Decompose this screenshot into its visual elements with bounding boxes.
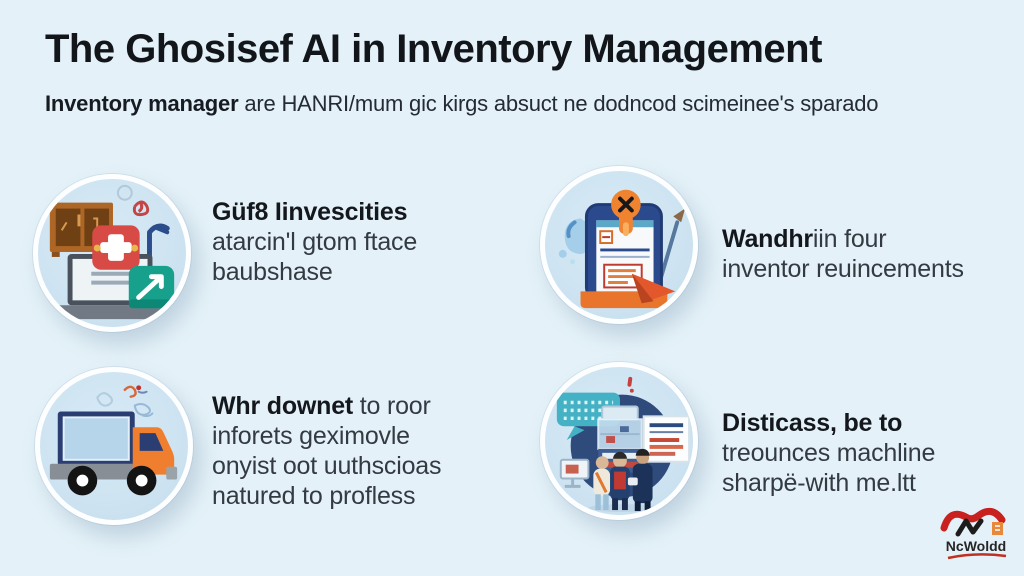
splash-shape <box>558 218 587 265</box>
people-shapes <box>588 448 660 513</box>
alert-mark-shape <box>627 376 634 393</box>
feature-4-text: Disticass, be to treounces machline shar… <box>722 408 1024 498</box>
feature-2-text: Wandhriin four inventor reuincements <box>722 224 1024 284</box>
cab-shape <box>132 427 178 480</box>
brand-logo-icon: NcWoldd <box>940 507 1007 560</box>
page-title: The Ghosisef AI in Inventory Management <box>45 27 822 71</box>
page-subtitle: Inventory manager are HANRI/mum gic kirg… <box>45 90 945 118</box>
first-aid-kit-shape <box>92 225 140 270</box>
clip-shape <box>611 189 641 237</box>
feature-3-icon-circle <box>35 367 193 525</box>
cargo-box-shape <box>57 411 135 466</box>
document-card-shape <box>642 415 691 463</box>
subtitle-lead: Inventory manager <box>45 91 239 116</box>
feature-3-heading: Whr downet <box>212 392 354 420</box>
feature-4-body: treounces machline sharpë-with me.ltt <box>722 439 936 497</box>
small-laptop-shape <box>559 458 590 488</box>
folded-arrow-shape <box>631 273 676 304</box>
logo-text: NcWoldd <box>946 538 1006 554</box>
feature-3-text: Whr downet to roor inforets geximovle on… <box>212 391 522 511</box>
delivery-truck-icon <box>49 385 178 496</box>
feature-2-icon-circle <box>540 166 698 324</box>
feature-2-body: iin four inventor reuincements <box>722 225 964 283</box>
supplies-laptop-icon <box>49 184 175 320</box>
feature-1-icon-circle <box>33 174 191 332</box>
warehouse-team-icon <box>556 376 691 513</box>
feature-4-heading: Disticass, be to <box>722 409 903 437</box>
feature-2-heading: Wandhr <box>722 225 813 253</box>
feature-1-text: Güf8 Iinvescities atarcin'l gtom ftace b… <box>212 197 522 287</box>
feature-1-body: atarcin'l gtom ftace baubshase <box>212 228 418 286</box>
subtitle-rest: are HANRI/mum gic kirgs absuct ne dodnco… <box>244 91 879 116</box>
logo-wing-shape <box>940 507 1006 532</box>
cabinet-shape <box>49 202 113 257</box>
clipboard-shape <box>580 203 668 309</box>
brand-logo: NcWoldd <box>936 502 1016 564</box>
logo-check-shape <box>955 518 984 537</box>
wheels-shape <box>67 465 157 496</box>
logo-block-shape <box>992 522 1003 535</box>
clipboard-checklist-icon <box>558 189 686 309</box>
logo-underline-shape <box>947 553 1007 560</box>
doodles-shape <box>96 385 154 418</box>
feature-4-icon-circle <box>540 362 698 520</box>
growth-box-shape <box>128 265 175 309</box>
feature-3-body: to roor inforets geximovle onyist oot uu… <box>212 392 442 510</box>
feature-1-heading: Güf8 Iinvescities <box>212 198 408 226</box>
